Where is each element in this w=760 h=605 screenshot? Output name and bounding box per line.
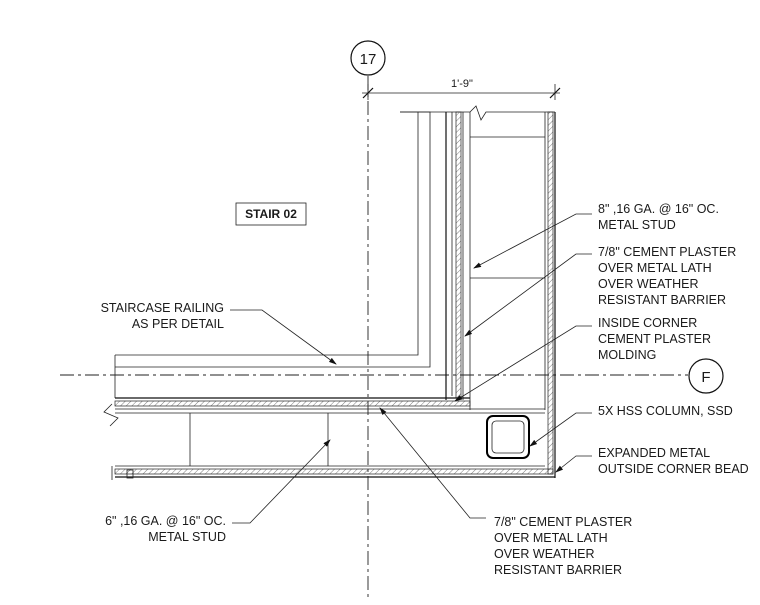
callout-cement-plaster-bottom-line-1: 7/8" CEMENT PLASTER — [494, 515, 632, 529]
hss-column — [486, 415, 530, 459]
room-tag: STAIR 02 — [235, 202, 307, 226]
callout-corner-bead-line-1: EXPANDED METAL — [598, 446, 710, 460]
callout-cement-plaster-bottom-line-2: OVER METAL LATH — [494, 531, 608, 545]
grid-bubble-17-label: 17 — [360, 51, 377, 68]
callout-staircase-railing: STAIRCASE RAILING AS PER DETAIL — [101, 301, 337, 365]
callout-metal-stud-6-line-2: METAL STUD — [148, 530, 226, 544]
callout-inside-corner-line-2: CEMENT PLASTER — [598, 332, 711, 346]
vertical-wall-assembly — [445, 111, 556, 478]
callout-cement-plaster-right: 7/8" CEMENT PLASTER OVER METAL LATH OVER… — [464, 245, 736, 337]
callout-cement-plaster-bottom: 7/8" CEMENT PLASTER OVER METAL LATH OVER… — [379, 407, 632, 577]
callout-cement-plaster-right-line-2: OVER METAL LATH — [598, 261, 712, 275]
callout-inside-corner-line-3: MOLDING — [598, 348, 656, 362]
grid-bubble-F-label: F — [701, 369, 710, 386]
callout-metal-stud-8: 8" ,16 GA. @ 16" OC. METAL STUD — [473, 202, 719, 269]
grid-line-F: F — [60, 358, 724, 394]
inner-wall-lines — [114, 105, 555, 398]
callout-staircase-railing-line-1: STAIRCASE RAILING — [101, 301, 224, 315]
callout-inside-corner: INSIDE CORNER CEMENT PLASTER MOLDING — [454, 316, 711, 402]
callout-staircase-railing-line-2: AS PER DETAIL — [132, 317, 224, 331]
callout-corner-bead: EXPANDED METAL OUTSIDE CORNER BEAD — [555, 446, 749, 476]
callout-inside-corner-line-1: INSIDE CORNER — [598, 316, 697, 330]
horizontal-wall-assembly — [103, 397, 555, 480]
callout-hss-column-line-1: 5X HSS COLUMN, SSD — [598, 404, 733, 418]
room-tag-label: STAIR 02 — [245, 207, 297, 221]
callout-metal-stud-6: 6" ,16 GA. @ 16" OC. METAL STUD — [105, 439, 331, 544]
callout-cement-plaster-right-line-4: RESISTANT BARRIER — [598, 293, 726, 307]
callout-metal-stud-8-line-1: 8" ,16 GA. @ 16" OC. — [598, 202, 719, 216]
callout-cement-plaster-bottom-line-3: OVER WEATHER — [494, 547, 594, 561]
dimension-text: 1'-9" — [451, 78, 473, 90]
callout-metal-stud-6-line-1: 6" ,16 GA. @ 16" OC. — [105, 514, 226, 528]
callout-hss-column: 5X HSS COLUMN, SSD — [529, 404, 733, 447]
grid-bubble-17 — [350, 40, 386, 76]
callout-corner-bead-line-2: OUTSIDE CORNER BEAD — [598, 462, 749, 476]
grid-bubble-F — [688, 358, 724, 394]
grid-line-17: 17 — [350, 40, 386, 600]
callout-cement-plaster-right-line-1: 7/8" CEMENT PLASTER — [598, 245, 736, 259]
callout-metal-stud-8-line-2: METAL STUD — [598, 218, 676, 232]
callout-cement-plaster-bottom-line-4: RESISTANT BARRIER — [494, 563, 622, 577]
callout-cement-plaster-right-line-3: OVER WEATHER — [598, 277, 698, 291]
dimension-line: 1'-9" — [362, 78, 561, 100]
